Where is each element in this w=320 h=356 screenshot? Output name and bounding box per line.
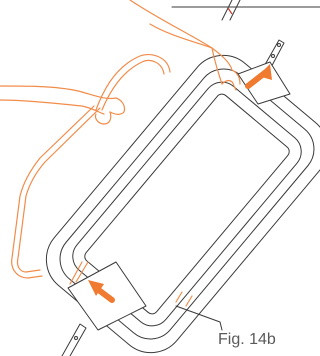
lower-rod xyxy=(62,324,86,356)
top-rail xyxy=(172,0,320,20)
left-hand xyxy=(0,86,125,124)
figure-caption: Fig. 14b xyxy=(218,331,276,349)
